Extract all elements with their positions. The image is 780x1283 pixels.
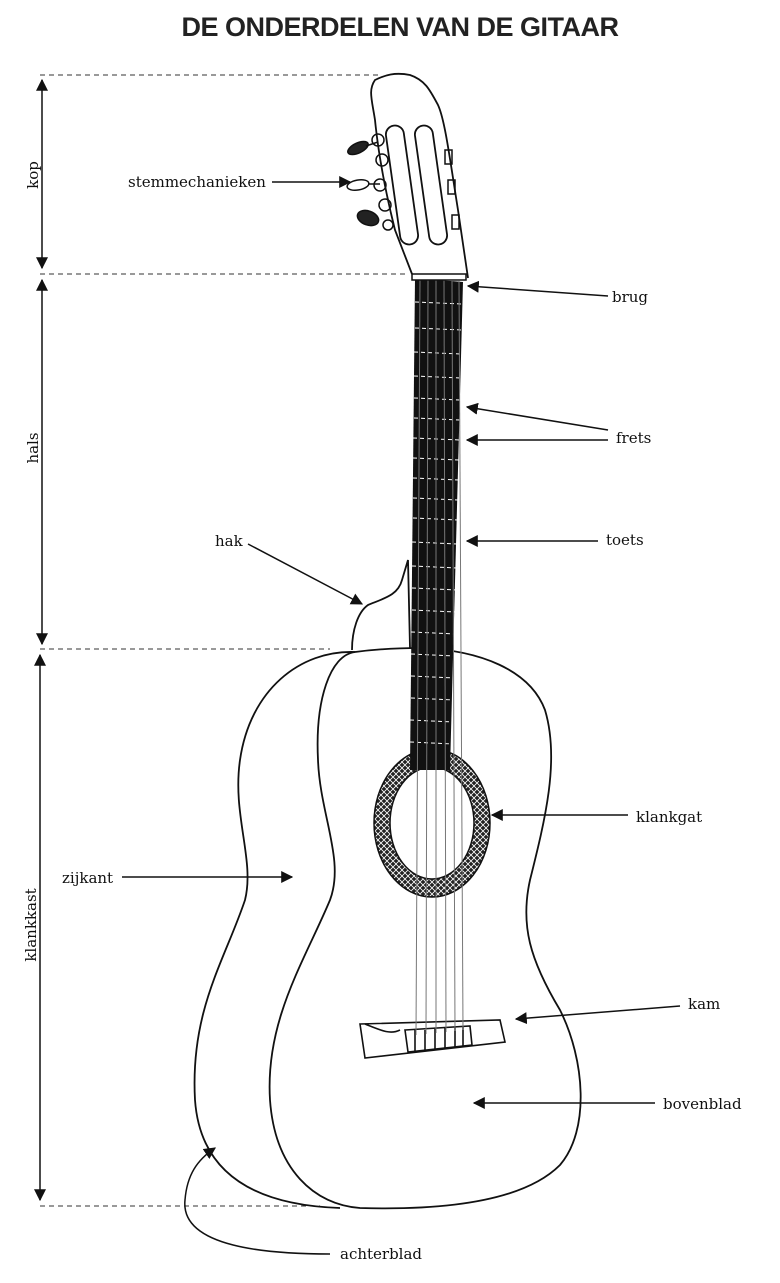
guitar-body	[193, 647, 582, 1210]
section-label-kop: kop	[24, 161, 42, 189]
bridge-kam	[359, 1019, 506, 1059]
label-kam: kam	[688, 995, 720, 1013]
heel	[351, 559, 411, 651]
label-stemmechanieken: stemmechanieken	[128, 173, 266, 191]
label-klankgat: klankgat	[636, 808, 702, 826]
nut	[411, 273, 467, 281]
dimension-arrows	[34, 78, 48, 1202]
label-toets: toets	[606, 531, 644, 549]
label-hak: hak	[215, 532, 244, 550]
label-zijkant: zijkant	[62, 869, 113, 887]
section-guides	[40, 74, 405, 1207]
section-label-klankkast: klankkast	[22, 888, 40, 961]
page-title: DE ONDERDELEN VAN DE GITAAR	[181, 12, 619, 42]
section-label-hals: hals	[24, 432, 42, 463]
label-achterblad: achterblad	[340, 1245, 422, 1263]
label-frets: frets	[616, 429, 651, 447]
label-arrows	[122, 176, 681, 1255]
soundhole	[373, 748, 491, 898]
tuning-pegs	[346, 133, 460, 231]
label-bovenblad: bovenblad	[663, 1095, 742, 1113]
strings	[415, 277, 464, 1036]
label-brug: brug	[612, 288, 648, 306]
headstock	[370, 72, 469, 279]
